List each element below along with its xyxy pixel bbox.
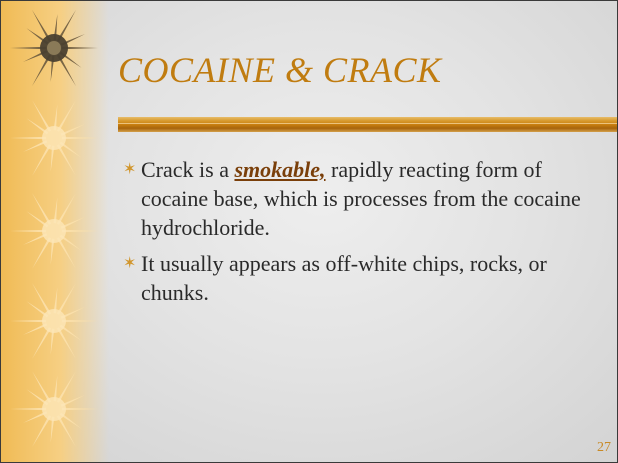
bullet-item: ✶ It usually appears as off-white chips,… — [123, 249, 611, 307]
bullet-text-pre: Crack is a — [141, 157, 235, 182]
starburst-icon — [10, 370, 98, 448]
dark-starburst-icon — [10, 9, 98, 87]
bullet-emphasis: smokable, — [234, 157, 326, 182]
starburst-icon — [10, 99, 98, 177]
starburst-icon — [10, 192, 98, 270]
title-underline-bar — [118, 117, 617, 132]
bullet-text-post: rapidly reacting form of cocaine base, w… — [141, 157, 581, 240]
star-bullet-icon: ✶ — [123, 161, 137, 178]
page-number: 27 — [597, 440, 611, 455]
bullet-item: ✶ Crack is a smokable, rapidly reacting … — [123, 155, 611, 242]
slide-title: COCAINE & CRACK — [118, 50, 442, 90]
bullet-text: It usually appears as off-white chips, r… — [141, 251, 547, 305]
starburst-icon — [10, 282, 98, 360]
bullet-list: ✶ Crack is a smokable, rapidly reacting … — [123, 155, 611, 314]
starburst-column — [10, 9, 98, 448]
star-bullet-icon: ✶ — [123, 255, 137, 272]
